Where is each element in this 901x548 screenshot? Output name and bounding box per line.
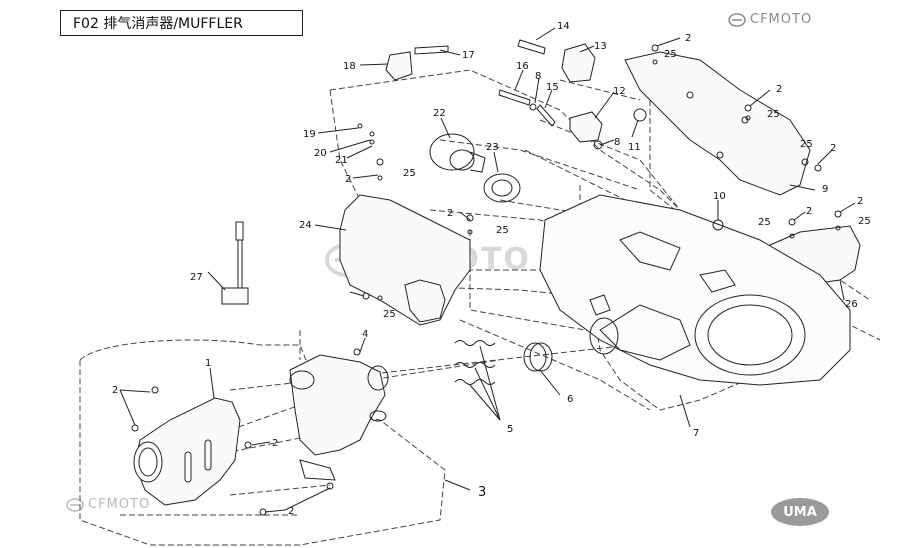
callout-2g: 2 xyxy=(806,206,812,217)
callout-2j: 2 xyxy=(447,208,453,219)
callout-3: 3 xyxy=(478,485,486,500)
callout-2b: 2 xyxy=(272,438,278,449)
callout-8a: 8 xyxy=(535,71,541,82)
heat-shield-part-1 xyxy=(133,397,241,506)
dealer-logo: UMA xyxy=(771,498,829,526)
dealer-logo-text: UMA xyxy=(783,504,817,520)
callout-5: 5 xyxy=(507,424,513,435)
callout-7: 7 xyxy=(693,428,699,439)
callout-22: 22 xyxy=(433,108,446,119)
callout-13: 13 xyxy=(594,41,607,52)
page-title: F02 排气消声器/MUFFLER xyxy=(60,10,303,36)
brand-logo-top: CFMOTO xyxy=(728,12,812,27)
cfmoto-emblem-icon xyxy=(728,12,746,27)
callout-25b: 25 xyxy=(767,109,780,120)
callout-16: 16 xyxy=(516,61,529,72)
callout-2c: 2 xyxy=(288,506,294,517)
callout-25a: 25 xyxy=(664,49,677,60)
callout-2i: 2 xyxy=(345,174,351,185)
callout-leader-lines xyxy=(119,27,856,513)
brand-logo-top-text: CFMOTO xyxy=(750,12,813,27)
callout-8b: 8 xyxy=(614,137,620,148)
callout-1: 1 xyxy=(205,358,211,369)
callout-12: 12 xyxy=(613,86,626,97)
callout-11: 11 xyxy=(628,142,641,153)
header-pipe-part-3 xyxy=(289,354,389,481)
callout-17: 17 xyxy=(462,50,475,61)
callout-26: 26 xyxy=(845,299,858,310)
brand-logo-bottom: CFMOTO xyxy=(66,497,150,512)
callout-10: 10 xyxy=(713,191,726,202)
callout-2d: 2 xyxy=(685,33,691,44)
heat-shield-upper xyxy=(624,51,811,196)
callout-25d: 25 xyxy=(758,217,771,228)
callout-2f: 2 xyxy=(830,143,836,154)
callout-labels: 1 2 2 2 2 2 2 2 2 2 2 3 4 5 6 7 8 8 9 10… xyxy=(112,21,871,517)
sleeve-part-6 xyxy=(523,342,553,372)
callout-24: 24 xyxy=(299,220,312,231)
callout-6: 6 xyxy=(567,394,573,405)
flange-part-22 xyxy=(429,133,486,173)
callout-25f: 25 xyxy=(403,168,416,179)
callout-4: 4 xyxy=(362,329,368,340)
springs-part-5 xyxy=(454,340,496,385)
callout-19: 19 xyxy=(303,129,316,140)
callout-14: 14 xyxy=(557,21,570,32)
cfmoto-emblem-small-icon xyxy=(66,497,84,512)
oxygen-sensor-part-27 xyxy=(221,221,249,305)
callout-25g: 25 xyxy=(496,225,509,236)
callout-18: 18 xyxy=(343,61,356,72)
page-title-text: F02 排气消声器/MUFFLER xyxy=(73,16,243,32)
gasket-part-23 xyxy=(483,173,521,203)
callout-25e: 25 xyxy=(858,216,871,227)
callout-25h: 25 xyxy=(383,309,396,320)
callout-2a: 2 xyxy=(112,385,118,396)
callout-27: 27 xyxy=(190,272,203,283)
callout-9: 9 xyxy=(822,184,828,195)
callout-15: 15 xyxy=(546,82,559,93)
callout-20: 20 xyxy=(314,148,327,159)
heat-shield-left xyxy=(339,194,471,326)
callout-25c: 25 xyxy=(800,139,813,150)
brand-logo-bottom-text: CFMOTO xyxy=(88,497,151,512)
muffler-body xyxy=(539,194,851,386)
callout-2e: 2 xyxy=(776,84,782,95)
mounting-hardware-parts xyxy=(385,39,724,231)
callout-23: 23 xyxy=(486,142,499,153)
callout-21: 21 xyxy=(335,155,348,166)
callout-2h: 2 xyxy=(857,196,863,207)
